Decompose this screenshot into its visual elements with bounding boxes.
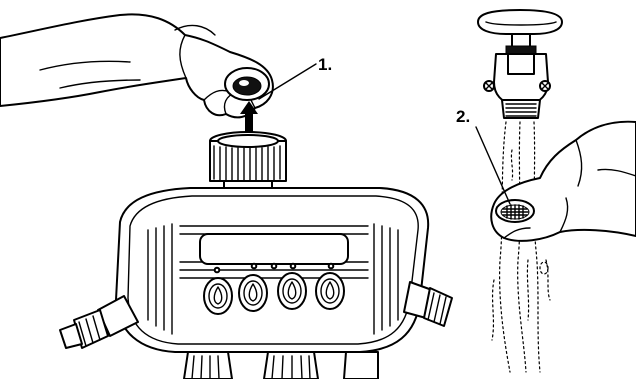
faucet-handle	[478, 10, 562, 54]
timer-body	[116, 188, 428, 352]
step-label-2: 2.	[456, 107, 470, 126]
hand-left	[0, 14, 273, 117]
display-window	[200, 234, 348, 264]
step-label-1: 1.	[318, 55, 332, 74]
hand-right	[491, 122, 636, 241]
led	[329, 264, 334, 269]
left-hose-connector	[60, 296, 138, 348]
led	[215, 268, 220, 273]
outlet-button-1	[204, 278, 232, 314]
outlet-button-3	[278, 273, 306, 309]
inlet-coupling	[210, 132, 286, 195]
led	[252, 264, 257, 269]
faucet-illustration: 2.	[456, 10, 636, 372]
led	[291, 264, 296, 269]
outlet-button-2	[239, 275, 267, 311]
timer-illustration: 1.	[0, 14, 452, 379]
faucet-body	[484, 54, 550, 118]
led	[272, 264, 277, 269]
filter-washer	[225, 68, 269, 100]
mesh-filter	[496, 200, 534, 222]
bottom-outlets	[184, 352, 378, 379]
outlet-button-4	[316, 273, 344, 309]
